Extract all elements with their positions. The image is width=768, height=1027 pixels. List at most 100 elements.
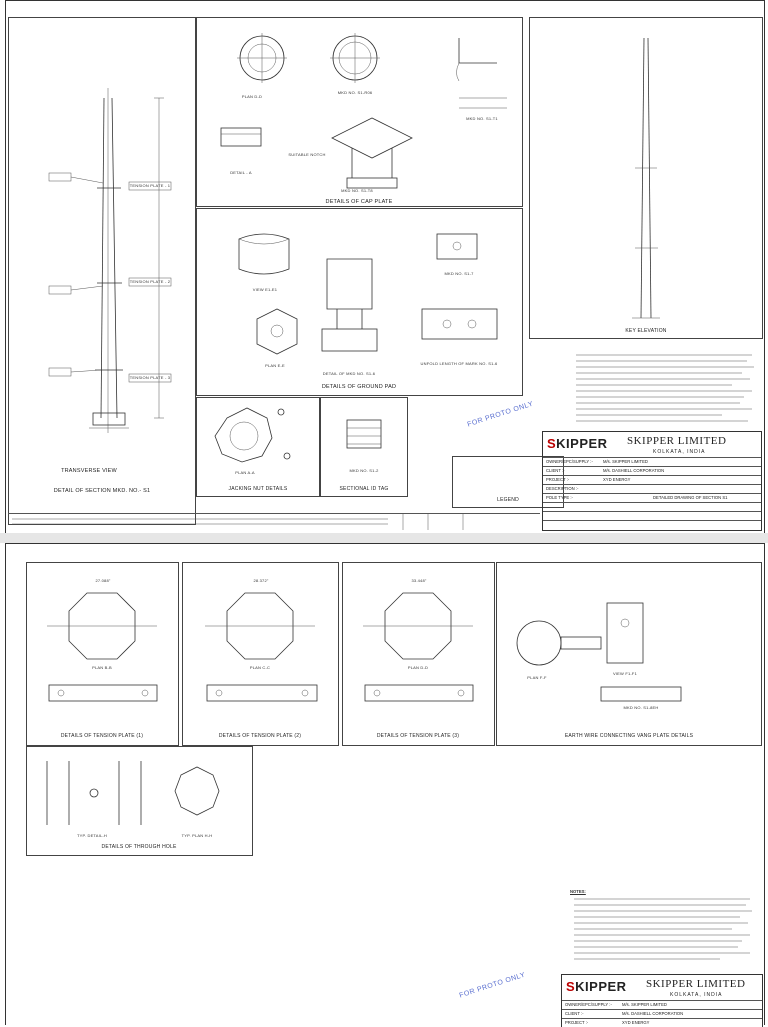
tension-plate-3-drawing (363, 592, 474, 702)
tb-blank-row-3 (543, 520, 761, 529)
mkd-s1-t1-label: MKD NO. S1-T1 (466, 116, 498, 121)
title-block: SKIPPER SKIPPER LIMITED KOLKATA, INDIA O… (542, 431, 762, 531)
tb-client-row: CLIENT :- M/s. DASHIELL CORPORATION (543, 466, 761, 475)
tb-project-row: PROJECT :- XYD ENERGY (543, 475, 761, 484)
plan-a-a-label: PLAN A-A (235, 470, 255, 475)
tension-plate-3-label: TENSION PLATE - 3 (129, 375, 171, 380)
plan-d-d-label: PLAN D-D (241, 94, 263, 99)
section-detail-caption: DETAIL OF SECTION MKD. NO.- S1 (53, 488, 151, 494)
typ-plan-h-h-label: TYP. PLAN H-H (181, 833, 213, 838)
key-elevation-drawing (632, 37, 660, 319)
notes-block (572, 345, 758, 427)
transverse-view-label: TRANSVERSE VIEW (61, 468, 117, 474)
tb-owner-row: OWNER/EPC/SUPPLY :- M/s. SKIPPER LIMITED (543, 457, 761, 466)
client-value: M/s. DASHIELL CORPORATION (603, 468, 665, 473)
owner-label: OWNER/EPC/SUPPLY :- (546, 459, 593, 464)
notes-text-lines-2 (574, 898, 752, 960)
tension-plate-1-drawing (47, 592, 158, 702)
mkd-s1-8eh-label: MKD NO. S1-8EH (623, 705, 659, 710)
company-city-2: KOLKATA, INDIA (670, 992, 723, 998)
notes-block-2: NOTES: (570, 889, 758, 969)
section-detail-panel: TENSION PLATE - 1 TENSION PLATE - 2 TENS… (8, 17, 196, 525)
ground-pad-caption: DETAILS OF GROUND PAD (321, 384, 397, 390)
legend-caption: LEGEND (497, 497, 519, 503)
project-label-2: PROJECT :- (565, 1020, 589, 1025)
proto-stamp-2: FOR PROTO ONLY (458, 971, 527, 1000)
key-elevation-caption: KEY ELEVATION (625, 328, 667, 334)
tb2-project-row: PROJECT :- XYD ENERGY (562, 1018, 762, 1027)
tb-blank-row-2 (543, 511, 761, 520)
client-value-2: M/s. DASHIELL CORPORATION (622, 1011, 684, 1016)
notes-heading: NOTES: (570, 889, 586, 894)
earth-wire-caption: EARTH WIRE CONNECTING VANG PLATE DETAILS (564, 733, 694, 739)
drawing-sheet-2: 27.088" PLAN B-B DETAILS OF TENSION PLAT… (5, 543, 765, 1027)
jacking-nut-panel: PLAN A-A JACKING NUT DETAILS (196, 397, 320, 497)
id-tag-panel: MKD NO. S1-2 SECTIONAL ID TAG (320, 397, 408, 497)
mkd-s1-6-label: DETAIL OF MKD NO. S1-6 (322, 371, 376, 376)
tb-blank-row-1 (543, 502, 761, 511)
mkd-s1-t8-label: MKD NO. S1-T8 (341, 188, 373, 193)
typ-detail-h-label: TYP. DETAIL-H (76, 833, 108, 838)
project-label: PROJECT :- (546, 477, 570, 482)
ground-pad-panel: VIEW E1-E1 PLAN E-E DETAIL OF MKD NO. S1… (196, 208, 523, 396)
tension-plate-1-caption: DETAILS OF TENSION PLATE (1) (60, 733, 144, 739)
mkd-s1-2-label: MKD NO. S1-2 (349, 468, 379, 473)
view-f1-f1-label: VIEW F1-F1 (612, 671, 638, 676)
company-city: KOLKATA, INDIA (653, 449, 706, 455)
jacking-nut-caption: JACKING NUT DETAILS (228, 486, 288, 492)
skipper-logo-2: SKIPPER (566, 979, 627, 994)
project-value: XYD ENERGY (603, 477, 631, 482)
tb2-client-row: CLIENT :- M/s. DASHIELL CORPORATION (562, 1009, 762, 1018)
suitable-notch-label: SUITABLE NOTCH (288, 152, 326, 157)
drawing-title: DETAILED DRAWING OF SECTION S1 (653, 495, 728, 500)
tension-plate-1-label: TENSION PLATE - 1 (129, 183, 171, 188)
revision-strip-lines (12, 514, 464, 530)
tb2-owner-row: OWNER/EPC/SUPPLY :- M/s. SKIPPER LIMITED (562, 1000, 762, 1009)
ground-pad-drawing (238, 233, 498, 355)
cap-plate-drawing (220, 33, 507, 189)
pole-transverse-view (48, 88, 172, 433)
client-label: CLIENT :- (546, 468, 565, 473)
drawing-sheet-1: TENSION PLATE - 1 TENSION PLATE - 2 TENS… (5, 0, 765, 534)
notes-text-lines (576, 354, 754, 422)
client-label-2: CLIENT :- (565, 1011, 584, 1016)
view-e1-e1-label: VIEW E1-E1 (252, 287, 278, 292)
skipper-logo: SKIPPER (547, 436, 608, 451)
owner-label-2: OWNER/EPC/SUPPLY :- (565, 1002, 612, 1007)
tension-plate-3-caption: DETAILS OF TENSION PLATE (3) (376, 733, 460, 739)
proto-stamp: FOR PROTO ONLY (466, 400, 535, 429)
tp3-dim: 33.448" (411, 578, 427, 583)
plan-e-e-label: PLAN E-E (265, 363, 285, 368)
tp2-dim: 28.372" (253, 578, 269, 583)
earth-wire-panel: PLAN F-F VIEW F1-F1 MKD NO. S1-8EH EARTH… (496, 562, 762, 746)
plan-d-d-label-2: PLAN D-D (407, 665, 429, 670)
tension-plate-2-panel: 28.372" PLAN C-C DETAILS OF TENSION PLAT… (182, 562, 339, 746)
sheet-separator (0, 533, 768, 543)
tp1-dim: 27.088" (95, 578, 111, 583)
detail-a-label: DETAIL - A (230, 170, 252, 175)
cap-plate-caption: DETAILS OF CAP PLATE (325, 199, 393, 205)
unfold-length-label: UNFOLD LENGTH OF MARK NO. S1-6 (420, 361, 498, 366)
pole-type-label: POLE TYPE :- (546, 495, 573, 500)
description-label: DESCRIPTION :- (546, 486, 579, 491)
through-hole-panel: TYP. DETAIL-H TYP. PLAN H-H DETAILS OF T… (26, 746, 253, 856)
plan-b-b-label: PLAN B-B (92, 665, 112, 670)
tb-description-row: DESCRIPTION :- (543, 484, 761, 493)
owner-value-2: M/s. SKIPPER LIMITED (622, 1002, 667, 1007)
id-tag-drawing (346, 419, 382, 449)
mkd-s1-r06-label: MKD NO. S1-R06 (337, 90, 373, 95)
through-hole-drawing (46, 761, 220, 825)
id-tag-caption: SECTIONAL ID TAG (339, 486, 389, 492)
company-name: SKIPPER LIMITED (627, 435, 727, 447)
earth-wire-drawing (516, 602, 682, 702)
project-value-2: XYD ENERGY (622, 1020, 650, 1025)
tension-plate-2-drawing (205, 592, 318, 702)
tension-plate-3-panel: 33.448" PLAN D-D DETAILS OF TENSION PLAT… (342, 562, 495, 746)
tension-plate-2-caption: DETAILS OF TENSION PLATE (2) (218, 733, 302, 739)
tension-plate-2-label: TENSION PLATE - 2 (129, 279, 171, 284)
legend-panel: LEGEND (452, 456, 564, 508)
company-name-2: SKIPPER LIMITED (646, 978, 746, 990)
through-hole-caption: DETAILS OF THROUGH HOLE (101, 844, 177, 850)
revision-strip (8, 513, 540, 530)
jacking-nut-drawing (214, 407, 291, 463)
